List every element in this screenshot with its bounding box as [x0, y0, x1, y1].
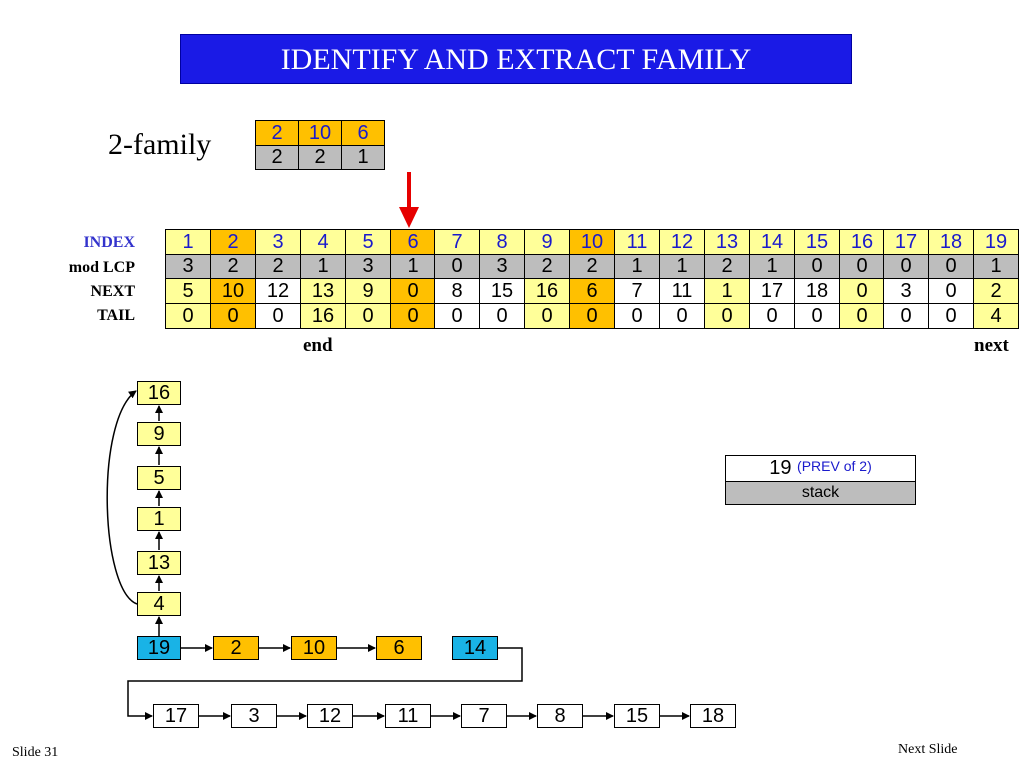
next-cell-11: 7 [614, 278, 660, 304]
tail-cell-10: 0 [569, 303, 615, 329]
chain-node-row2: 7 [461, 704, 507, 728]
tail-cell-6: 0 [390, 303, 436, 329]
chain-node-row2: 12 [307, 704, 353, 728]
next-cell-14: 17 [749, 278, 795, 304]
vertical-node: 16 [137, 381, 181, 405]
tail-cell-3: 0 [255, 303, 301, 329]
tail-cell-9: 0 [524, 303, 570, 329]
chain-arrows [106, 390, 690, 720]
stack-label: stack [726, 482, 915, 504]
next-cell-12: 11 [659, 278, 705, 304]
chain-node-row2: 17 [153, 704, 199, 728]
tail-cell-2: 0 [210, 303, 256, 329]
stack-prev-note: (PREV of 2) [797, 458, 872, 474]
chain-node-row2: 3 [231, 704, 277, 728]
modlcp-cell-18: 0 [928, 254, 974, 279]
modlcp-cell-13: 2 [704, 254, 750, 279]
modlcp-cell-14: 1 [749, 254, 795, 279]
next-marker: next [974, 335, 1009, 356]
next-cell-2: 10 [210, 278, 256, 304]
modlcp-cell-1: 3 [165, 254, 211, 279]
index-cell-6: 6 [390, 229, 436, 255]
chain-node-row1: 2 [213, 636, 259, 660]
stack-box: 19 (PREV of 2) stack [725, 455, 916, 505]
tail-cell-17: 0 [883, 303, 929, 329]
index-cell-16: 16 [839, 229, 885, 255]
modlcp-cell-4: 1 [300, 254, 346, 279]
tail-cell-16: 0 [839, 303, 885, 329]
chain-node-row1: 19 [137, 636, 181, 660]
tail-cell-7: 0 [434, 303, 480, 329]
tail-cell-18: 0 [928, 303, 974, 329]
modlcp-cell-19: 1 [973, 254, 1019, 279]
row-label-next: NEXT [90, 283, 135, 300]
index-cell-18: 18 [928, 229, 974, 255]
vertical-node: 4 [137, 592, 181, 616]
chain-connector [106, 390, 138, 605]
next-cell-9: 16 [524, 278, 570, 304]
row-label-index: INDEX [83, 234, 135, 251]
chain-node-row2: 18 [690, 704, 736, 728]
slide-title: IDENTIFY AND EXTRACT FAMILY [180, 34, 852, 84]
vertical-node: 9 [137, 422, 181, 446]
chain-node-row2: 15 [614, 704, 660, 728]
end-marker: end [303, 335, 333, 356]
vertical-node: 1 [137, 507, 181, 531]
stack-top-cell: 19 (PREV of 2) [726, 456, 915, 482]
index-cell-2: 2 [210, 229, 256, 255]
chain-connector [127, 647, 523, 720]
tail-cell-14: 0 [749, 303, 795, 329]
modlcp-cell-9: 2 [524, 254, 570, 279]
tail-cell-1: 0 [165, 303, 211, 329]
family-bottom-cell: 2 [255, 145, 299, 170]
slide-number: Slide 31 [12, 745, 59, 760]
next-cell-4: 13 [300, 278, 346, 304]
next-cell-16: 0 [839, 278, 885, 304]
vertical-node: 5 [137, 466, 181, 490]
row-label-tail: TAIL [97, 307, 135, 324]
chain-node-row1: 6 [376, 636, 422, 660]
row-label-modlcp: mod LCP [68, 259, 135, 276]
tail-cell-15: 0 [794, 303, 840, 329]
index-cell-15: 15 [794, 229, 840, 255]
tail-cell-8: 0 [479, 303, 525, 329]
modlcp-cell-15: 0 [794, 254, 840, 279]
index-cell-1: 1 [165, 229, 211, 255]
family-top-cell: 10 [298, 120, 342, 146]
chain-node-row2: 8 [537, 704, 583, 728]
chain-node-row2: 11 [385, 704, 431, 728]
vertical-node: 13 [137, 551, 181, 575]
modlcp-cell-10: 2 [569, 254, 615, 279]
stack-value: 19 [769, 457, 792, 479]
next-cell-17: 3 [883, 278, 929, 304]
family-label: 2-family [108, 128, 212, 161]
index-cell-13: 13 [704, 229, 750, 255]
next-cell-5: 9 [345, 278, 391, 304]
tail-cell-5: 0 [345, 303, 391, 329]
chain-node-row1: 14 [452, 636, 498, 660]
tail-cell-4: 16 [300, 303, 346, 329]
red-pointer-arrow [399, 172, 419, 228]
family-bottom-cell: 2 [298, 145, 342, 170]
chain-node-row1: 10 [291, 636, 337, 660]
tail-cell-13: 0 [704, 303, 750, 329]
family-bottom-cell: 1 [341, 145, 385, 170]
next-slide-link[interactable]: Next Slide [898, 742, 958, 757]
next-cell-10: 6 [569, 278, 615, 304]
tail-cell-12: 0 [659, 303, 705, 329]
index-cell-14: 14 [749, 229, 795, 255]
modlcp-cell-17: 0 [883, 254, 929, 279]
tail-cell-19: 4 [973, 303, 1019, 329]
